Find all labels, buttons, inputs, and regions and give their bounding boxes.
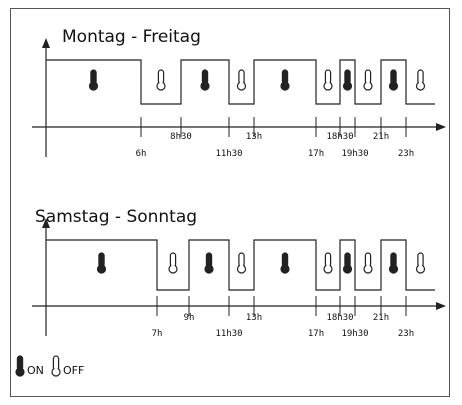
y-axis-arrow (42, 38, 50, 48)
tick-label: 11h30 (215, 149, 242, 159)
thermometer-off-icon (415, 69, 426, 91)
schedule-waveform (46, 239, 435, 291)
legend-off-label: OFF (63, 364, 84, 377)
tick-label: 8h30 (170, 132, 192, 142)
y-axis-arrow (42, 218, 50, 228)
thermometer-off-icon (168, 252, 178, 274)
tick-label: 21h (373, 132, 389, 142)
tick-label: 19h30 (341, 329, 368, 339)
thermometer-on-icon (88, 69, 99, 91)
weekend-title: Samstag - Sonntag (35, 207, 197, 227)
tick-label: 18h30 (326, 132, 353, 142)
thermometer-off-icon (323, 252, 333, 274)
tick-label: 9h (184, 313, 195, 323)
diagram-frame (10, 8, 450, 397)
thermometer-off-icon (236, 69, 247, 91)
thermometer-on-icon (342, 252, 353, 274)
thermometer-off-icon (323, 69, 333, 91)
tick-label: 13h (246, 313, 262, 323)
weekday-title: Montag - Freitag (62, 27, 201, 47)
time-axis-arrow (436, 123, 446, 131)
tick-label: 13h (246, 132, 262, 142)
schedule-waveform (46, 59, 435, 105)
tick-label: 6h (136, 149, 147, 159)
tick-label: 23h (398, 329, 414, 339)
tick-label: 18h30 (326, 313, 353, 323)
thermometer-on-icon (280, 252, 290, 274)
thermometer-on-icon (200, 69, 210, 91)
tick-label: 7h (152, 329, 163, 339)
thermometer-on-icon (204, 252, 214, 274)
tick-label: 19h30 (341, 149, 368, 159)
thermometer-off-icon (415, 252, 426, 274)
thermometer-off-icon (363, 69, 373, 91)
thermometer-off-icon (156, 69, 166, 91)
tick-label: 11h30 (215, 329, 242, 339)
thermometer-on-icon (15, 355, 25, 377)
legend: ON OFF (15, 355, 84, 377)
thermometer-on-icon (388, 252, 399, 274)
thermometer-on-icon (96, 252, 107, 274)
thermometer-off-icon (236, 252, 247, 274)
thermometer-off-icon (51, 355, 61, 377)
tick-label: 23h (398, 149, 414, 159)
legend-on-label: ON (27, 364, 44, 377)
tick-label: 21h (373, 313, 389, 323)
thermometer-on-icon (388, 69, 399, 91)
thermometer-on-icon (280, 69, 290, 91)
time-axis-arrow (436, 302, 446, 310)
thermometer-off-icon (363, 252, 373, 274)
tick-label: 17h (308, 329, 324, 339)
tick-label: 17h (308, 149, 324, 159)
thermometer-on-icon (342, 69, 353, 91)
